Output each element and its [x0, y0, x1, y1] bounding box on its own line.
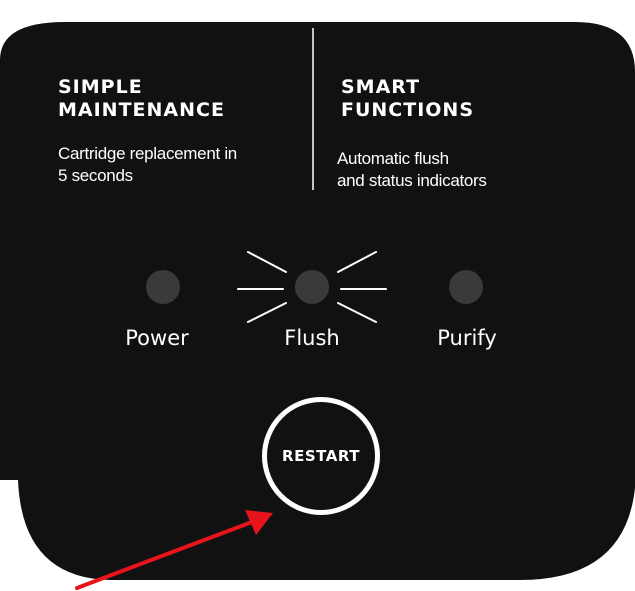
flush-led [295, 270, 329, 304]
power-led [146, 270, 180, 304]
flush-label: Flush [284, 326, 340, 350]
restart-button[interactable]: RESTART [262, 397, 380, 515]
led-flash-rays-icon [237, 251, 387, 323]
smart-functions-heading: SMART FUNCTIONS [341, 76, 475, 121]
purify-led [449, 270, 483, 304]
purify-label: Purify [437, 326, 497, 350]
power-label: Power [125, 326, 189, 350]
smart-functions-description: Automatic flush and status indicators [337, 149, 487, 190]
maintenance-heading: SIMPLE MAINTENANCE [58, 76, 225, 121]
red-arrow-icon [75, 510, 273, 590]
maintenance-description: Cartridge replacement in 5 seconds [58, 144, 237, 185]
